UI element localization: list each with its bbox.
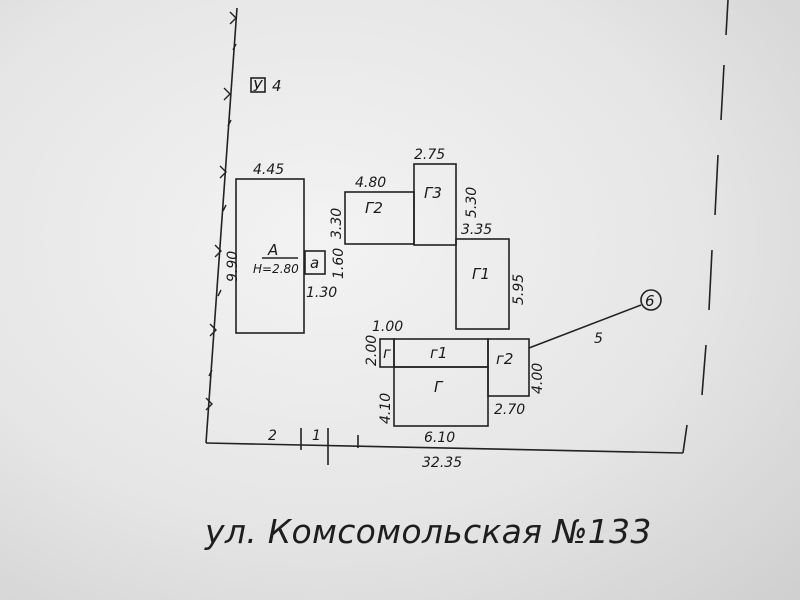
- point-6-line-length: 5: [594, 331, 603, 347]
- right-boundary-segment: [682, 424, 688, 454]
- left-boundary-line: [205, 7, 238, 444]
- building-g1-label: Г1: [472, 265, 490, 283]
- building-g1-small-label: г1: [430, 344, 447, 362]
- building-a: [235, 178, 305, 334]
- building-a-label: A: [267, 241, 278, 259]
- building-g-small-label: г: [383, 344, 391, 362]
- front-seg1: 2: [268, 428, 277, 444]
- building-g2-small-width: 2.70: [494, 402, 525, 418]
- street-label: ул. Комсомольская №133: [205, 512, 652, 551]
- building-a-height: H=2.80: [253, 262, 299, 276]
- point-6-line: [528, 304, 642, 349]
- building-g-main-label: Г: [434, 378, 444, 396]
- marker-number: 4: [272, 77, 282, 95]
- building-g1: [455, 238, 510, 330]
- annex-a-label: a: [310, 254, 319, 272]
- annex-a: [304, 250, 326, 275]
- building-g-small-width: 1.00: [372, 319, 403, 335]
- building-g3-label: Г3: [424, 184, 442, 202]
- front-seg2: 1: [312, 428, 321, 444]
- building-g3-width: 2.75: [414, 147, 445, 163]
- building-g2-width: 4.80: [355, 175, 386, 191]
- building-g2-small-depth: 4.00: [530, 363, 546, 394]
- building-g1-width: 3.35: [461, 222, 492, 238]
- building-a-width: 4.45: [253, 162, 284, 178]
- annex-a-dim-bottom: 1.30: [306, 285, 337, 301]
- building-g1-length: 5.95: [511, 274, 527, 305]
- building-g3-length: 5.30: [464, 187, 480, 218]
- fence-ticks: [205, 11, 237, 411]
- point-6-circle: [640, 289, 662, 311]
- building-g2-depth: 3.30: [329, 208, 345, 239]
- front-total: 32.35: [422, 455, 462, 471]
- marker-symbol: У: [253, 77, 263, 95]
- building-g-main-width: 6.10: [424, 430, 455, 446]
- bottom-ticks: [300, 428, 359, 465]
- annex-a-dim-vertical: 1.60: [331, 248, 347, 279]
- bottom-boundary-line: [205, 442, 684, 454]
- building-g-main: [393, 366, 489, 427]
- right-boundary-dashed: [701, 0, 729, 396]
- point-6-number: 6: [645, 292, 655, 310]
- building-g-main-depth: 4.10: [378, 393, 394, 424]
- building-g2-small-label: г2: [496, 350, 513, 368]
- building-g3: [413, 163, 457, 246]
- building-g2-label: Г2: [365, 199, 383, 217]
- building-g-small-depth: 2.00: [364, 335, 380, 366]
- building-a-length: 9.90: [225, 251, 241, 282]
- marker-box: [250, 77, 266, 93]
